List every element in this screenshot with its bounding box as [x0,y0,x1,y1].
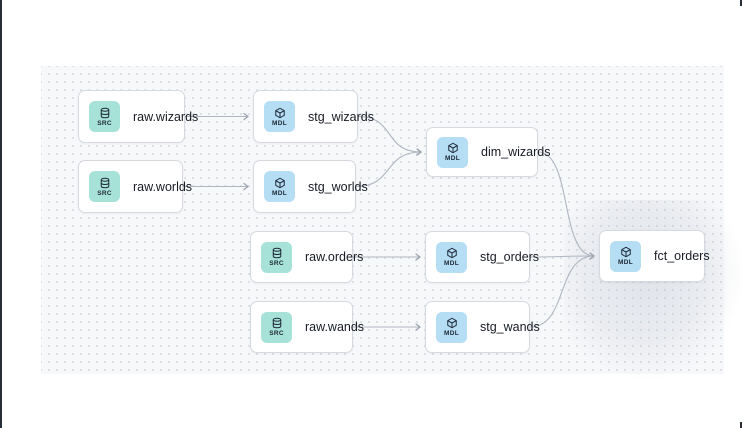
node-type-badge: MDL [436,241,467,273]
cube-icon [620,246,632,258]
database-icon [271,317,283,329]
node-type-badge: MDL [264,171,295,202]
dag-node-raw_worlds[interactable]: SRC raw.worlds [78,160,192,213]
window-bottom-right-edge [740,422,742,428]
dag-node-fct_orders[interactable]: MDL fct_orders [599,230,710,282]
dag-node-stg_wizards[interactable]: MDL stg_wizards [253,90,374,143]
node-label: raw.wands [305,320,365,334]
dag-node-stg_orders[interactable]: MDL stg_orders [425,231,539,283]
node-label: dim_wizards [481,145,551,159]
cube-icon [446,247,458,259]
node-type-badge: MDL [610,240,641,272]
dag-node-stg_wands[interactable]: MDL stg_wands [425,301,540,353]
dag-canvas[interactable] [41,66,724,374]
dag-node-dim_wizards[interactable]: MDL dim_wizards [426,127,550,177]
node-label: stg_wands [480,320,540,334]
node-label: stg_worlds [308,179,368,194]
node-label: raw.wizards [133,109,199,124]
node-type-badge: MDL [437,136,468,168]
node-label: fct_orders [654,249,710,263]
node-type-badge: SRC [89,171,120,202]
node-label: stg_wizards [308,109,374,124]
database-icon [99,107,111,119]
window-left-edge [0,0,2,428]
dag-node-raw_orders[interactable]: SRC raw.orders [250,231,363,283]
node-label: raw.worlds [133,179,193,194]
database-icon [99,177,111,189]
dag-node-stg_worlds[interactable]: MDL stg_worlds [253,160,368,213]
cube-icon [274,107,286,119]
node-type-badge: MDL [264,101,295,132]
node-type-badge: SRC [89,101,120,132]
node-type-badge: MDL [436,311,467,343]
dag-node-raw_wands[interactable]: SRC raw.wands [250,301,364,353]
dag-node-raw_wizards[interactable]: SRC raw.wizards [78,90,198,143]
cube-icon [446,317,458,329]
node-type-badge: SRC [261,241,292,273]
node-label: raw.orders [305,250,364,264]
node-type-badge: SRC [261,311,292,343]
node-label: stg_orders [480,250,540,264]
cube-icon [274,177,286,189]
database-icon [271,247,283,259]
cube-icon [447,142,459,154]
window-top-right-edge [740,0,742,6]
